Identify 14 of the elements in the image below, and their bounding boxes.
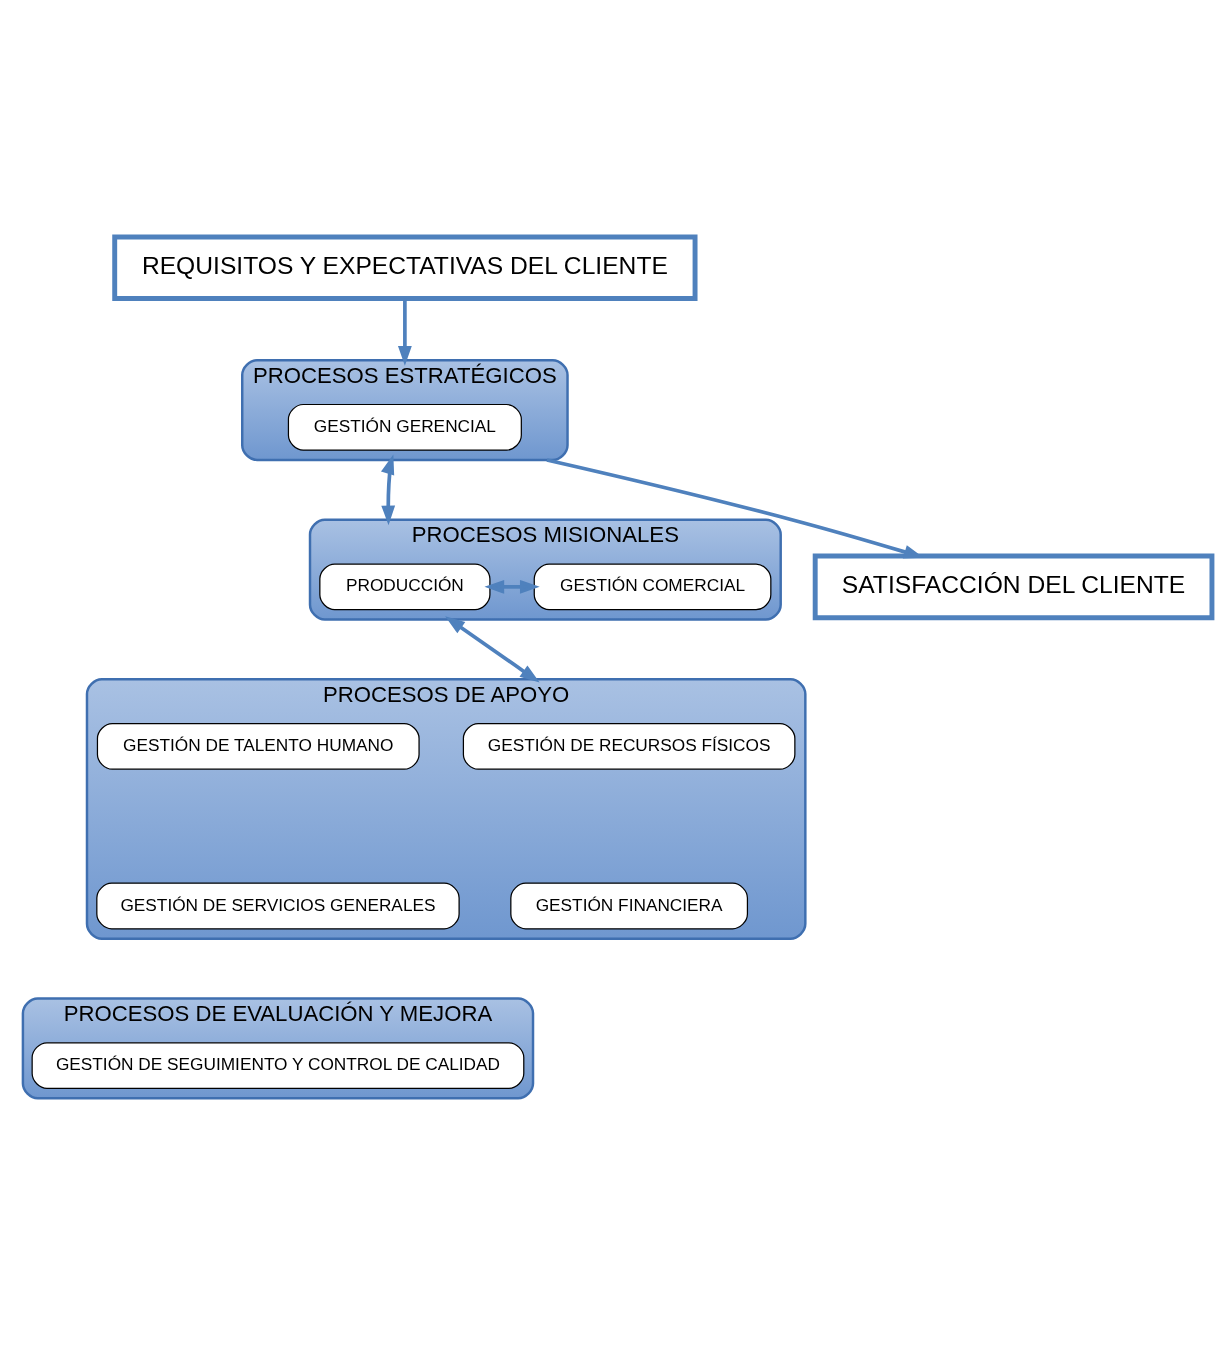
node-box: PRODUCCIÓN bbox=[319, 563, 491, 611]
node-box: SATISFACCIÓN DEL CLIENTE bbox=[812, 553, 1215, 621]
node-box: GESTIÓN DE SEGUIMIENTO Y CONTROL DE CALIDAD bbox=[31, 1042, 525, 1089]
arrow bbox=[484, 579, 540, 594]
node-box: GESTIÓN DE TALENTO HUMANO bbox=[96, 723, 420, 770]
arrow bbox=[445, 616, 540, 683]
arrow bbox=[380, 454, 396, 526]
node-box: GESTIÓN DE SERVICIOS GENERALES bbox=[96, 882, 460, 930]
arrow bbox=[397, 298, 412, 366]
node-box: GESTIÓN COMERCIAL bbox=[533, 563, 772, 611]
node-box: GESTIÓN GERENCIAL bbox=[287, 403, 522, 451]
node-box: REQUISITOS Y EXPECTATIVAS DEL CLIENTE bbox=[112, 234, 698, 301]
node-box: GESTIÓN FINANCIERA bbox=[510, 882, 749, 930]
node-box: GESTIÓN DE RECURSOS FÍSICOS bbox=[462, 723, 796, 770]
